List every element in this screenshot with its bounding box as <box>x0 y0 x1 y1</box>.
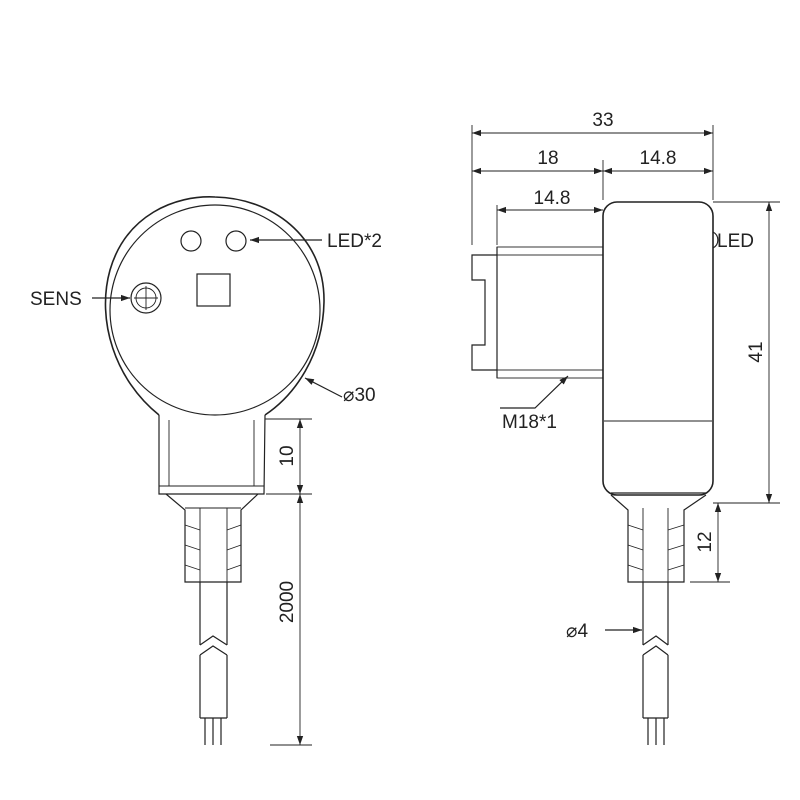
diameter-label: ⌀30 <box>343 385 376 406</box>
wires <box>204 718 222 745</box>
thread-spec-label: M18*1 <box>502 412 557 433</box>
side-view: 33 18 14.8 14.8 LED 41 M18*1 12 ⌀4 <box>471 110 780 745</box>
thread-leader <box>500 375 569 409</box>
strain-relief <box>165 493 259 583</box>
thread-bottom <box>496 369 604 379</box>
sensor-face-circle <box>109 204 321 416</box>
sens-label: SENS <box>30 289 82 310</box>
sensor-neck <box>158 414 266 495</box>
thread-top <box>496 246 604 256</box>
sensor-body-outline <box>104 196 325 416</box>
height-value: 41 <box>746 341 767 362</box>
led-left <box>180 230 202 252</box>
led-right <box>225 230 247 252</box>
side-cable <box>642 582 669 719</box>
side-body <box>602 201 714 496</box>
sens-adjust-screw <box>130 282 162 314</box>
left-width-value: 18 <box>537 148 558 169</box>
neck-dimension-value: 10 <box>277 445 298 466</box>
cable-diameter-label: ⌀4 <box>566 621 588 642</box>
side-wires <box>647 718 665 745</box>
led-count-label: LED*2 <box>327 231 382 252</box>
cable-dimension-value: 2000 <box>277 581 298 623</box>
thread-length-value: 14.8 <box>534 188 571 209</box>
lock-nut <box>471 254 497 371</box>
side-strain-relief <box>610 494 707 583</box>
overall-width-value: 33 <box>592 110 613 131</box>
right-width-value: 14.8 <box>640 148 677 169</box>
diameter-leader <box>304 377 343 398</box>
cable <box>199 582 228 719</box>
front-view: LED*2 SENS ⌀30 10 2000 <box>30 196 382 746</box>
sensor-window <box>196 273 231 307</box>
side-led-indicator <box>712 231 719 249</box>
side-led-label: LED <box>717 231 754 252</box>
strain-relief-dimension-value: 12 <box>695 531 716 552</box>
